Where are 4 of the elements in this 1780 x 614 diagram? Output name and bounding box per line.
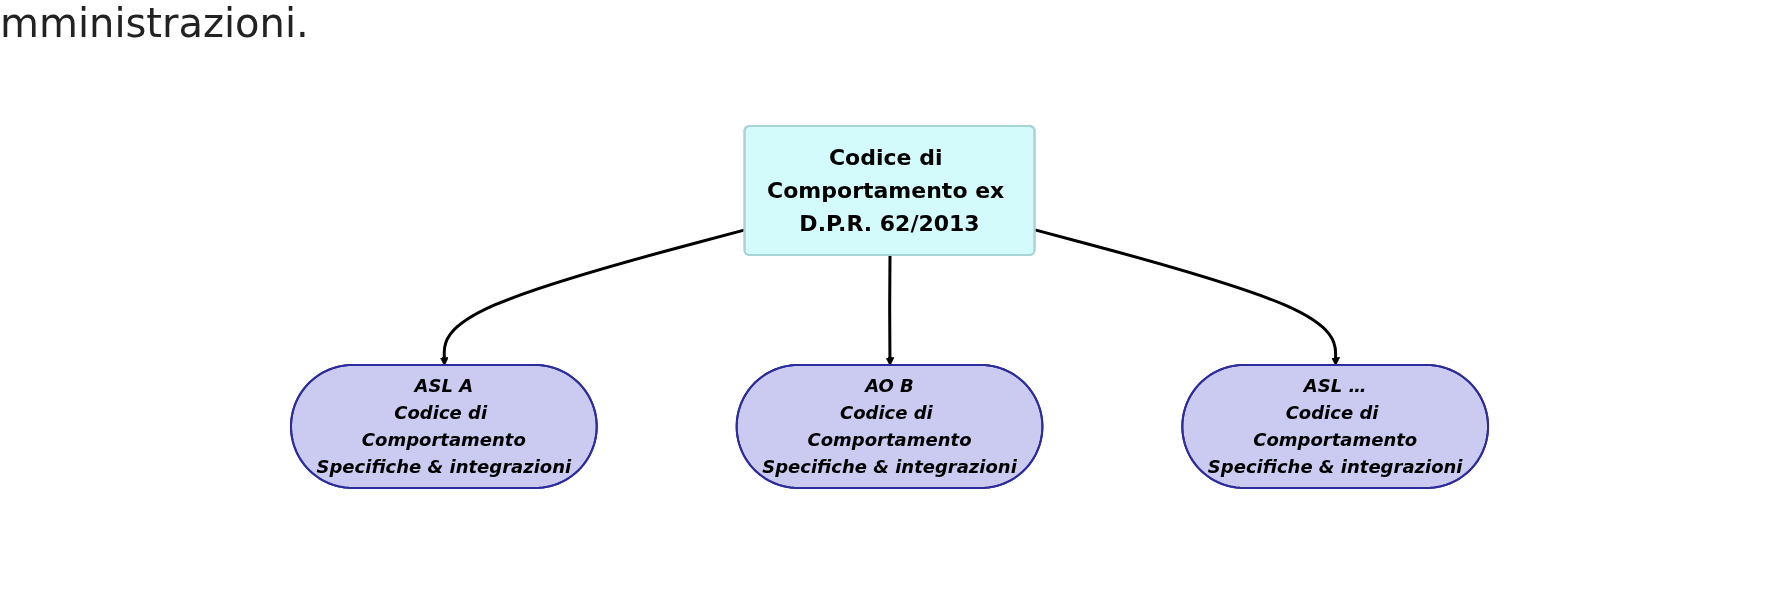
arrow (440, 228, 746, 366)
note-text: mministrazioni. (0, 0, 309, 46)
arrow (886, 255, 895, 366)
arrow (1035, 228, 1341, 366)
